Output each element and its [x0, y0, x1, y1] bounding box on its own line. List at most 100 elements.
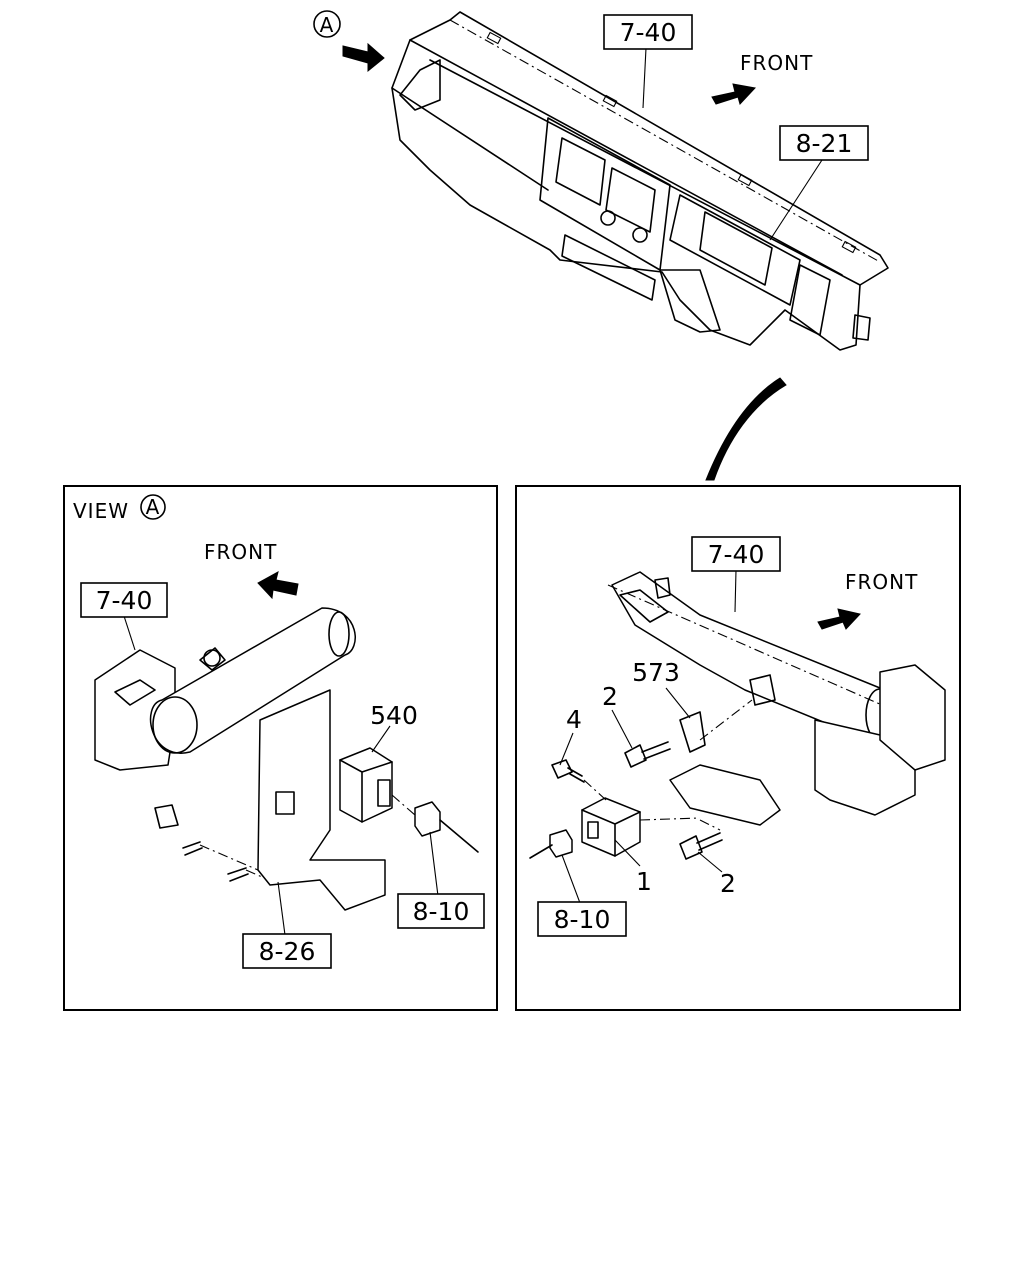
dash-top-slot-3: [737, 173, 753, 187]
console-knob-right: [632, 227, 648, 243]
controller-body: [339, 747, 393, 823]
detail-connector: [549, 829, 573, 858]
right-mount-block: [879, 664, 946, 771]
right-connector: [852, 314, 871, 341]
ref-821-leader: [769, 159, 823, 241]
stud-guide-lines: [199, 844, 263, 878]
unit-1-socket: [587, 821, 599, 839]
controller-socket: [377, 779, 391, 807]
screw-guide: [583, 779, 607, 801]
top-front-label: FRONT: [740, 51, 813, 75]
tube-bolt: [203, 649, 221, 667]
view-a-title: VIEW: [73, 499, 129, 523]
connector-wire: [439, 819, 479, 853]
view-a-panel: VIEW A FRONT 7-40 540: [63, 485, 498, 1011]
detail-panel: FRONT 7-40 573: [515, 485, 961, 1011]
steering-cutout: [659, 269, 721, 333]
controller-edges: [339, 759, 393, 823]
view-a-marker: A: [320, 13, 335, 37]
ref-740-top-leader: [642, 47, 647, 109]
dashboard-assembly: A FRONT 7-40 8-21: [313, 10, 889, 481]
view-a-title-marker: A: [146, 495, 161, 519]
ref-821-box: [779, 125, 869, 161]
ref-821-label: 8-21: [796, 129, 853, 158]
ref-810-left-label: 8-10: [413, 897, 470, 926]
view-a-front-label: FRONT: [204, 540, 277, 564]
connector-plug: [414, 801, 441, 837]
tube-end: [152, 696, 198, 754]
part-4-label: 4: [566, 705, 582, 734]
clip-fastener: [154, 804, 179, 829]
ref-740-right-leader: [734, 569, 737, 613]
detail-centerline: [607, 584, 899, 713]
part-4-leader: [559, 732, 574, 766]
unit-1-body: [581, 797, 641, 857]
ref-826-label: 8-26: [259, 937, 316, 966]
detail-crossmember: [611, 571, 894, 743]
console-vents: [555, 137, 656, 233]
ref-740-right-label: 7-40: [708, 540, 765, 569]
ref-740-right-box: [691, 536, 781, 572]
part-573-label: 573: [632, 658, 680, 687]
bracket-573-tab: [679, 711, 706, 753]
instrument-cluster: [669, 194, 801, 306]
console-knob-left: [600, 210, 616, 226]
part-2-lower-leader: [697, 851, 723, 873]
dashboard-top-centerline: [449, 19, 881, 263]
ref-826-box: [242, 933, 332, 969]
ref-740-left-box: [80, 582, 168, 618]
detail-frame: [515, 485, 961, 1011]
crossmember-end-bracket: [619, 589, 669, 623]
ref-740-left-label: 7-40: [96, 586, 153, 615]
part-1-label: 1: [636, 867, 652, 896]
mounting-bracket: [257, 689, 386, 911]
view-a-frame: [63, 485, 498, 1011]
bolt-2-lower: [679, 832, 723, 860]
tube-far-end: [328, 611, 350, 657]
ref-740-top-box: [603, 14, 693, 50]
screw-4: [551, 759, 585, 783]
stud-2: [227, 867, 249, 882]
dash-top-slot-4: [841, 240, 857, 254]
right-switch-panel: [789, 264, 831, 336]
view-a-circle: [313, 10, 341, 38]
view-a-front-arrow-icon: [257, 571, 299, 600]
part-540-leader: [371, 725, 391, 753]
ref-810-left-box: [397, 893, 485, 929]
ref-740-left-leader: [123, 615, 136, 651]
console-radio: [561, 234, 656, 301]
dashboard-top-edges: [391, 39, 861, 286]
crossmember-pin: [654, 577, 671, 599]
ref-810-left-leader: [429, 831, 439, 897]
view-a-title-circle: [140, 494, 166, 520]
detail-front-arrow-icon: [817, 608, 861, 630]
center-console: [539, 117, 671, 271]
part-1-leader: [614, 839, 641, 867]
view-direction-arrow-icon: [342, 42, 385, 73]
ref-810-right-box: [537, 901, 627, 937]
dashboard-side-cap: [399, 59, 441, 111]
dash-top-slot-1: [486, 31, 502, 45]
bracket-guide-lines: [699, 699, 753, 831]
detail-connector-wire: [529, 844, 553, 859]
dashboard-outline: [391, 11, 889, 351]
part-2-upper-leader: [611, 709, 633, 749]
part-540-label: 540: [370, 701, 418, 730]
part-573-leader: [665, 687, 691, 719]
dash-top-slot-2: [602, 94, 618, 108]
unit-mount-guide: [639, 817, 701, 821]
ref-826-leader: [277, 881, 286, 936]
crossmember-mount-pad: [749, 674, 776, 706]
tube-clamp: [199, 647, 226, 671]
cluster-display: [699, 211, 773, 286]
part-2-lower-label: 2: [720, 869, 736, 898]
bracket-573: [669, 764, 781, 826]
stud-1: [182, 841, 203, 856]
bolt-2-upper: [624, 741, 671, 768]
part-2-upper-label: 2: [602, 682, 618, 711]
ref-810-right-label: 8-10: [554, 905, 611, 934]
ref-740-top-label: 7-40: [620, 18, 677, 47]
connector-guide: [391, 794, 416, 816]
